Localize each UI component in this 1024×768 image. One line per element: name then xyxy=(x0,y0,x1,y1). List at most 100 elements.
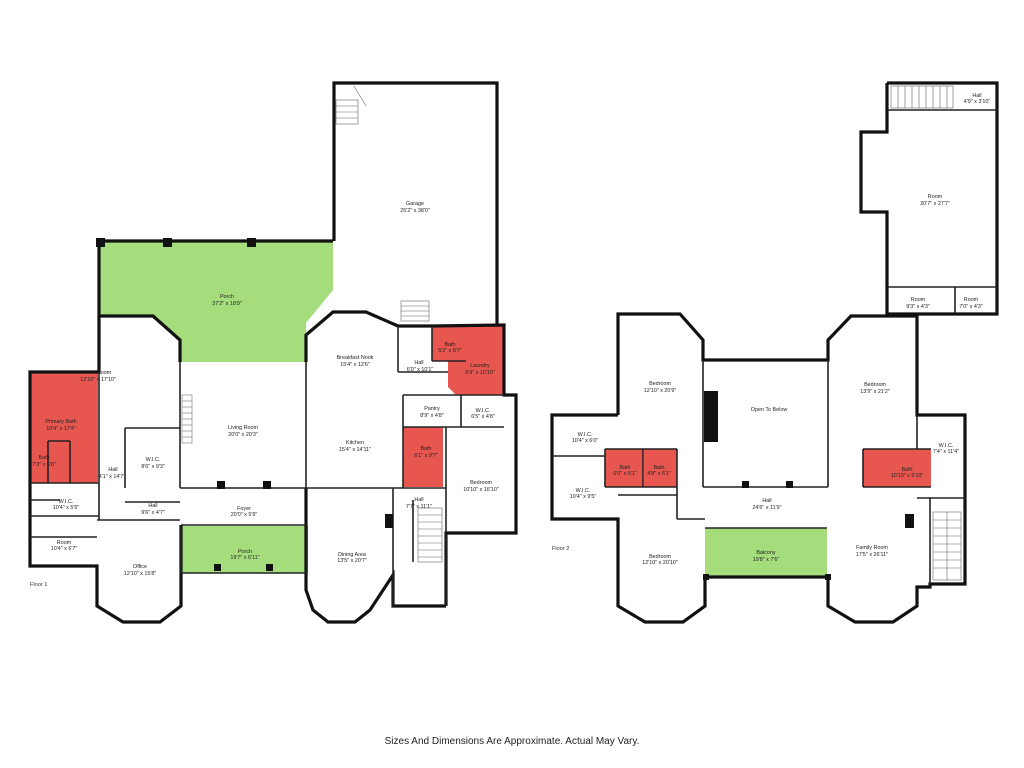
svg-text:Bedroom: Bedroom xyxy=(649,554,671,560)
bath-b-fill xyxy=(644,449,677,487)
svg-text:Bedroom: Bedroom xyxy=(470,480,492,486)
svg-text:Dining Area: Dining Area xyxy=(338,552,366,558)
fireplace xyxy=(181,394,193,444)
west-outer-wall xyxy=(28,316,183,624)
svg-text:7'7" x 11'1": 7'7" x 11'1" xyxy=(406,504,432,510)
svg-text:W.I.C.: W.I.C. xyxy=(476,408,491,414)
porch-top-fill xyxy=(99,241,333,362)
svg-text:4'1" x 14'7": 4'1" x 14'7" xyxy=(99,474,126,480)
svg-text:12'10" x 17'10": 12'10" x 17'10" xyxy=(80,377,116,383)
svg-text:Bath: Bath xyxy=(444,342,455,348)
svg-text:10'4" x 6'7": 10'4" x 6'7" xyxy=(51,546,78,552)
svg-text:W.I.C.: W.I.C. xyxy=(939,443,954,449)
svg-text:10'4" x 6'0": 10'4" x 6'0" xyxy=(572,438,599,444)
svg-text:Porch: Porch xyxy=(238,549,252,555)
svg-text:Pantry: Pantry xyxy=(424,406,440,412)
svg-text:5'2" x 8'7": 5'2" x 8'7" xyxy=(438,348,462,354)
svg-text:W.I.C.: W.I.C. xyxy=(59,499,74,505)
svg-text:24'6" x 11'9": 24'6" x 11'9" xyxy=(752,505,781,511)
svg-text:6'5" x 4'8": 6'5" x 4'8" xyxy=(471,414,495,420)
svg-text:Bedroom: Bedroom xyxy=(864,382,886,388)
porch-low-wall xyxy=(180,525,308,574)
svg-text:Room: Room xyxy=(911,297,926,303)
floor-1-labels: Garage 25'2" x 38'0" Porch 37'2" x 18'9"… xyxy=(30,201,499,588)
svg-text:Hall: Hall xyxy=(148,503,157,509)
svg-text:6'1" x 9'7": 6'1" x 9'7" xyxy=(414,453,438,459)
svg-text:Hall: Hall xyxy=(762,498,771,504)
svg-text:Primary Bath: Primary Bath xyxy=(45,419,76,425)
svg-text:20'0" x 5'9": 20'0" x 5'9" xyxy=(231,512,258,518)
bath-c-fill xyxy=(863,449,931,487)
svg-text:Bath: Bath xyxy=(901,467,912,473)
svg-text:10'4" x 9'5": 10'4" x 9'5" xyxy=(570,494,597,500)
hall-stairs xyxy=(417,507,443,563)
svg-text:4'9" x 3'10": 4'9" x 3'10" xyxy=(964,99,991,105)
porch-posts xyxy=(96,238,393,571)
svg-text:Family Room: Family Room xyxy=(856,545,888,551)
upper-stairs xyxy=(890,85,954,109)
svg-text:9'6" x 4'7": 9'6" x 4'7" xyxy=(141,510,165,516)
svg-text:W.I.C.: W.I.C. xyxy=(578,432,593,438)
svg-text:Bath: Bath xyxy=(619,465,630,471)
floor-1-label: Floor 1 xyxy=(30,582,47,588)
porch-low-fill xyxy=(181,526,307,573)
svg-text:13'5" x 20'7": 13'5" x 20'7" xyxy=(337,558,367,564)
svg-text:19'7" x 6'11": 19'7" x 6'11" xyxy=(230,555,259,561)
bath-a-fill xyxy=(605,449,643,487)
svg-text:8'6" x 9'3": 8'6" x 9'3" xyxy=(141,464,165,470)
svg-text:19'8" x 7'6": 19'8" x 7'6" xyxy=(753,557,780,563)
svg-text:Foyer: Foyer xyxy=(237,506,251,512)
svg-text:Open To Below: Open To Below xyxy=(751,407,788,413)
svg-text:Laundry: Laundry xyxy=(470,363,490,369)
svg-text:Bedroom: Bedroom xyxy=(649,381,671,387)
svg-text:Room: Room xyxy=(57,540,72,546)
svg-text:12'10" x 20'9": 12'10" x 20'9" xyxy=(644,388,677,394)
svg-text:Balcony: Balcony xyxy=(756,550,775,556)
bath-top-fill xyxy=(432,327,466,361)
svg-text:17'5" x 26'11": 17'5" x 26'11" xyxy=(856,552,888,558)
svg-text:Room: Room xyxy=(964,297,979,303)
svg-text:12'10" x 15'8": 12'10" x 15'8" xyxy=(124,571,157,577)
svg-text:25'2" x 38'0": 25'2" x 38'0" xyxy=(400,208,430,214)
svg-text:Kitchen: Kitchen xyxy=(346,440,364,446)
garage-walls xyxy=(332,81,499,325)
svg-text:7'4" x 11'4": 7'4" x 11'4" xyxy=(933,449,959,455)
svg-text:8'9" x 4'8": 8'9" x 4'8" xyxy=(420,413,444,419)
svg-text:Bath: Bath xyxy=(38,455,49,461)
floor-2-posts xyxy=(703,391,914,580)
svg-text:12'10" x 20'10": 12'10" x 20'10" xyxy=(642,560,678,566)
garage-stairs xyxy=(335,85,367,125)
svg-text:13'9" x 21'2": 13'9" x 21'2" xyxy=(860,389,890,395)
upper-room-walls xyxy=(859,81,999,316)
svg-text:6'9" x 10'10": 6'9" x 10'10" xyxy=(465,370,495,376)
svg-text:4'8" x 6'1": 4'8" x 6'1" xyxy=(647,471,671,477)
svg-text:7'0" x 4'3": 7'0" x 4'3" xyxy=(959,304,983,310)
svg-text:10'10" x 5'10": 10'10" x 5'10" xyxy=(891,473,924,479)
svg-text:Garage: Garage xyxy=(406,201,424,207)
east-outer-wall xyxy=(304,310,518,606)
floor-2-labels: Hall 4'9" x 3'10" Room 20'7" x 27'7" Roo… xyxy=(552,93,990,566)
svg-text:6'0" x 10'1": 6'0" x 10'1" xyxy=(407,367,434,373)
svg-text:Hall: Hall xyxy=(414,360,423,366)
laundry-fill xyxy=(448,325,504,395)
svg-text:Hall: Hall xyxy=(108,467,117,473)
garage-step xyxy=(400,300,430,322)
bath-mid-fill xyxy=(403,427,443,487)
svg-text:15'4" x 14'11": 15'4" x 14'11" xyxy=(339,447,371,453)
svg-text:Office: Office xyxy=(133,564,147,570)
svg-text:W.I.C.: W.I.C. xyxy=(576,488,591,494)
disclaimer: Sizes And Dimensions Are Approximate. Ac… xyxy=(384,736,640,747)
floor-1: Garage 25'2" x 38'0" Porch 37'2" x 18'9"… xyxy=(28,81,518,624)
svg-text:Room: Room xyxy=(97,370,112,376)
svg-text:Room: Room xyxy=(928,194,943,200)
primary-bath-fill xyxy=(30,372,98,483)
svg-text:Hall: Hall xyxy=(414,497,423,503)
family-stairs xyxy=(932,511,962,581)
svg-text:37'2" x 18'9": 37'2" x 18'9" xyxy=(212,301,242,307)
svg-text:7'3" x 6'8": 7'3" x 6'8" xyxy=(32,462,56,468)
svg-text:W.I.C.: W.I.C. xyxy=(146,457,161,463)
balcony-fill xyxy=(705,528,827,577)
floor-2-outer-wall xyxy=(550,312,967,624)
svg-text:Porch: Porch xyxy=(220,294,234,300)
